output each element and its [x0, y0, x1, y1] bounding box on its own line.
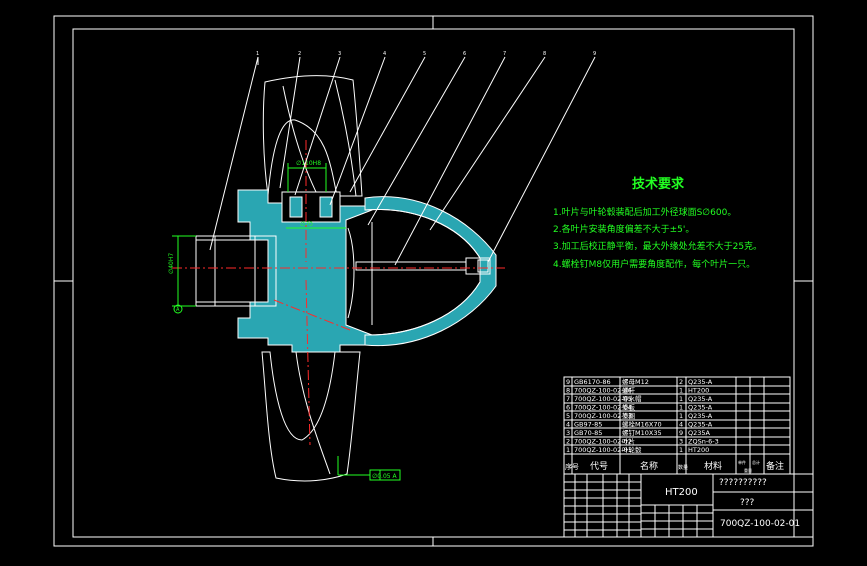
- tech-requirements-title: 技术要求: [632, 176, 685, 192]
- parts-list-cell-qty: 1: [679, 387, 683, 395]
- parts-list-cell-no: 8: [566, 387, 570, 395]
- parts-list-cell-material: Q235-A: [688, 404, 713, 412]
- parts-list-cell-code: GB70-85: [574, 429, 602, 437]
- balloon: 5: [423, 51, 426, 57]
- blade-lower: [261, 351, 361, 482]
- balloon: 1: [256, 51, 259, 57]
- parts-list-cell-no: 5: [566, 412, 570, 420]
- tech-requirement-item: 2.各叶片安装角度偏差不大于±5'。: [553, 223, 694, 235]
- header-total: 总计: [752, 459, 760, 465]
- nose-cone: [355, 196, 497, 347]
- parts-list-cell-qty: 1: [679, 395, 683, 403]
- parts-list-cell-code: 700QZ-100-02-06: [574, 387, 632, 395]
- tech-requirement-item: 3.加工后校正静平衡，最大外缘处允差不大于25克。: [553, 240, 762, 252]
- parts-list-cell-no: 9: [566, 378, 570, 386]
- parts-list-cell-name: 螺母M12: [622, 377, 649, 386]
- tech-requirements: 技术要求 1.叶片与叶轮毂装配后加工外径球面S∅600。 2.各叶片安装角度偏差…: [553, 176, 762, 270]
- parts-list-cell-no: 7: [566, 395, 570, 403]
- balloon: 2: [298, 51, 301, 57]
- dim-hub-inner: ∅70: [300, 221, 313, 228]
- header-weight: 重量: [744, 467, 752, 473]
- parts-list-header: 序号 代号 名称 数量 材料 单件 总计 重量 备注: [565, 459, 784, 473]
- tech-requirement-item: 1.叶片与叶轮毂装配后加工外径球面S∅600。: [553, 206, 736, 218]
- parts-list-cell-material: HT200: [688, 446, 709, 454]
- blade-upper: [262, 75, 363, 197]
- title-block-company: ???: [740, 498, 755, 508]
- parts-list-cell-no: 3: [566, 429, 570, 437]
- balloon: 7: [503, 51, 506, 57]
- leader-lines: [209, 56, 596, 266]
- title-block-name: ??????????: [719, 478, 767, 488]
- outer-border: [53, 15, 814, 547]
- shaft-bore: [195, 235, 277, 307]
- balloon: 4: [383, 51, 386, 57]
- dim-shaft-bore: ∅40H7: [168, 253, 175, 274]
- parts-list-cell-qty: 1: [679, 412, 683, 420]
- parts-list-cell-material: HT200: [688, 387, 709, 395]
- parts-list-cell-qty: 9: [679, 429, 683, 437]
- parts-list-cell-material: ZQSn-6-3: [688, 438, 719, 446]
- parts-list-cell-code: 700QZ-100-02-03: [574, 412, 632, 420]
- part-balloons: 1 2 3 4 5 6 7 8 9: [256, 51, 596, 57]
- parts-list-cell-name: 垫圈: [622, 411, 635, 420]
- title-block-material: HT200: [665, 487, 698, 498]
- zone-ticks: [54, 16, 813, 546]
- header-remarks: 备注: [766, 460, 784, 472]
- dimension-lines: [172, 163, 346, 314]
- parts-list-cell-name: 螺栓M16X70: [622, 420, 662, 429]
- datum-label: A: [176, 307, 180, 313]
- parts-list-cell-material: Q235-A: [688, 412, 713, 420]
- title-block: HT200 ?????????? ??? 700QZ-100-02-01: [563, 473, 814, 538]
- parts-list-cell-no: 2: [566, 438, 570, 446]
- parts-list-cell-code: 700QZ-100-02-01: [574, 446, 632, 454]
- balloon: 3: [338, 51, 341, 57]
- parts-list-cell-material: Q235-A: [688, 378, 713, 386]
- parts-list-cell-name: 螺钉M10X35: [622, 428, 662, 437]
- parts-list-cell-code: 700QZ-100-02-02: [574, 438, 632, 446]
- header-material: 材料: [704, 460, 722, 472]
- header-name: 名称: [640, 460, 658, 472]
- parts-list-cell-name: 导水帽: [622, 394, 642, 403]
- balloon: 9: [593, 51, 596, 57]
- parts-list-cell-name: 叶片: [622, 437, 635, 446]
- parts-list-cell-no: 4: [566, 421, 570, 429]
- parts-list-cell-material: Q235-A: [688, 421, 713, 429]
- parts-list-cell-qty: 3: [679, 438, 683, 446]
- balloon: 6: [463, 51, 466, 57]
- parts-list-cell-no: 6: [566, 404, 570, 412]
- parts-list-cell-name: 螺杆: [622, 386, 636, 395]
- parts-list-cell-material: Q235-A: [688, 395, 713, 403]
- header-no: 序号: [565, 462, 579, 471]
- tech-requirement-item: 4.螺栓钉M8仅用户需要角度配作，每个叶片一只。: [553, 258, 755, 270]
- parts-list-cell-qty: 1: [679, 446, 683, 454]
- dim-hub-width: ∅110H8: [296, 160, 321, 167]
- parts-list-cell-code: 700QZ-100-02-05: [574, 395, 632, 403]
- header-qty: 数量: [678, 464, 688, 471]
- parts-list-cell-material: Q235A: [688, 429, 711, 437]
- header-unit: 单件: [738, 459, 746, 465]
- tolerance-frame: ∅0.05 A: [337, 456, 401, 481]
- parts-list-cell-qty: 1: [679, 404, 683, 412]
- parts-list-cell-qty: 4: [679, 421, 683, 429]
- parts-list-cell-code: GB97-85: [574, 421, 602, 429]
- parts-list-cell-name: 叶轮毂: [622, 445, 642, 454]
- tolerance-value: ∅0.05 A: [372, 473, 397, 480]
- parts-list-cell-code: GB6170-86: [574, 378, 611, 386]
- parts-list-cell-qty: 2: [679, 378, 683, 386]
- parts-list-cell-no: 1: [566, 446, 570, 454]
- hub-internal-lines: [347, 222, 373, 325]
- header-code: 代号: [590, 461, 608, 472]
- parts-list-cell-name: 垫板: [622, 403, 636, 412]
- balloon: 8: [543, 51, 546, 57]
- title-block-grid: [563, 473, 814, 538]
- parts-list-cell-code: 700QZ-100-02-04: [574, 404, 632, 412]
- title-block-drawing-no: 700QZ-100-02-01: [720, 519, 800, 529]
- hub-section: [195, 189, 373, 353]
